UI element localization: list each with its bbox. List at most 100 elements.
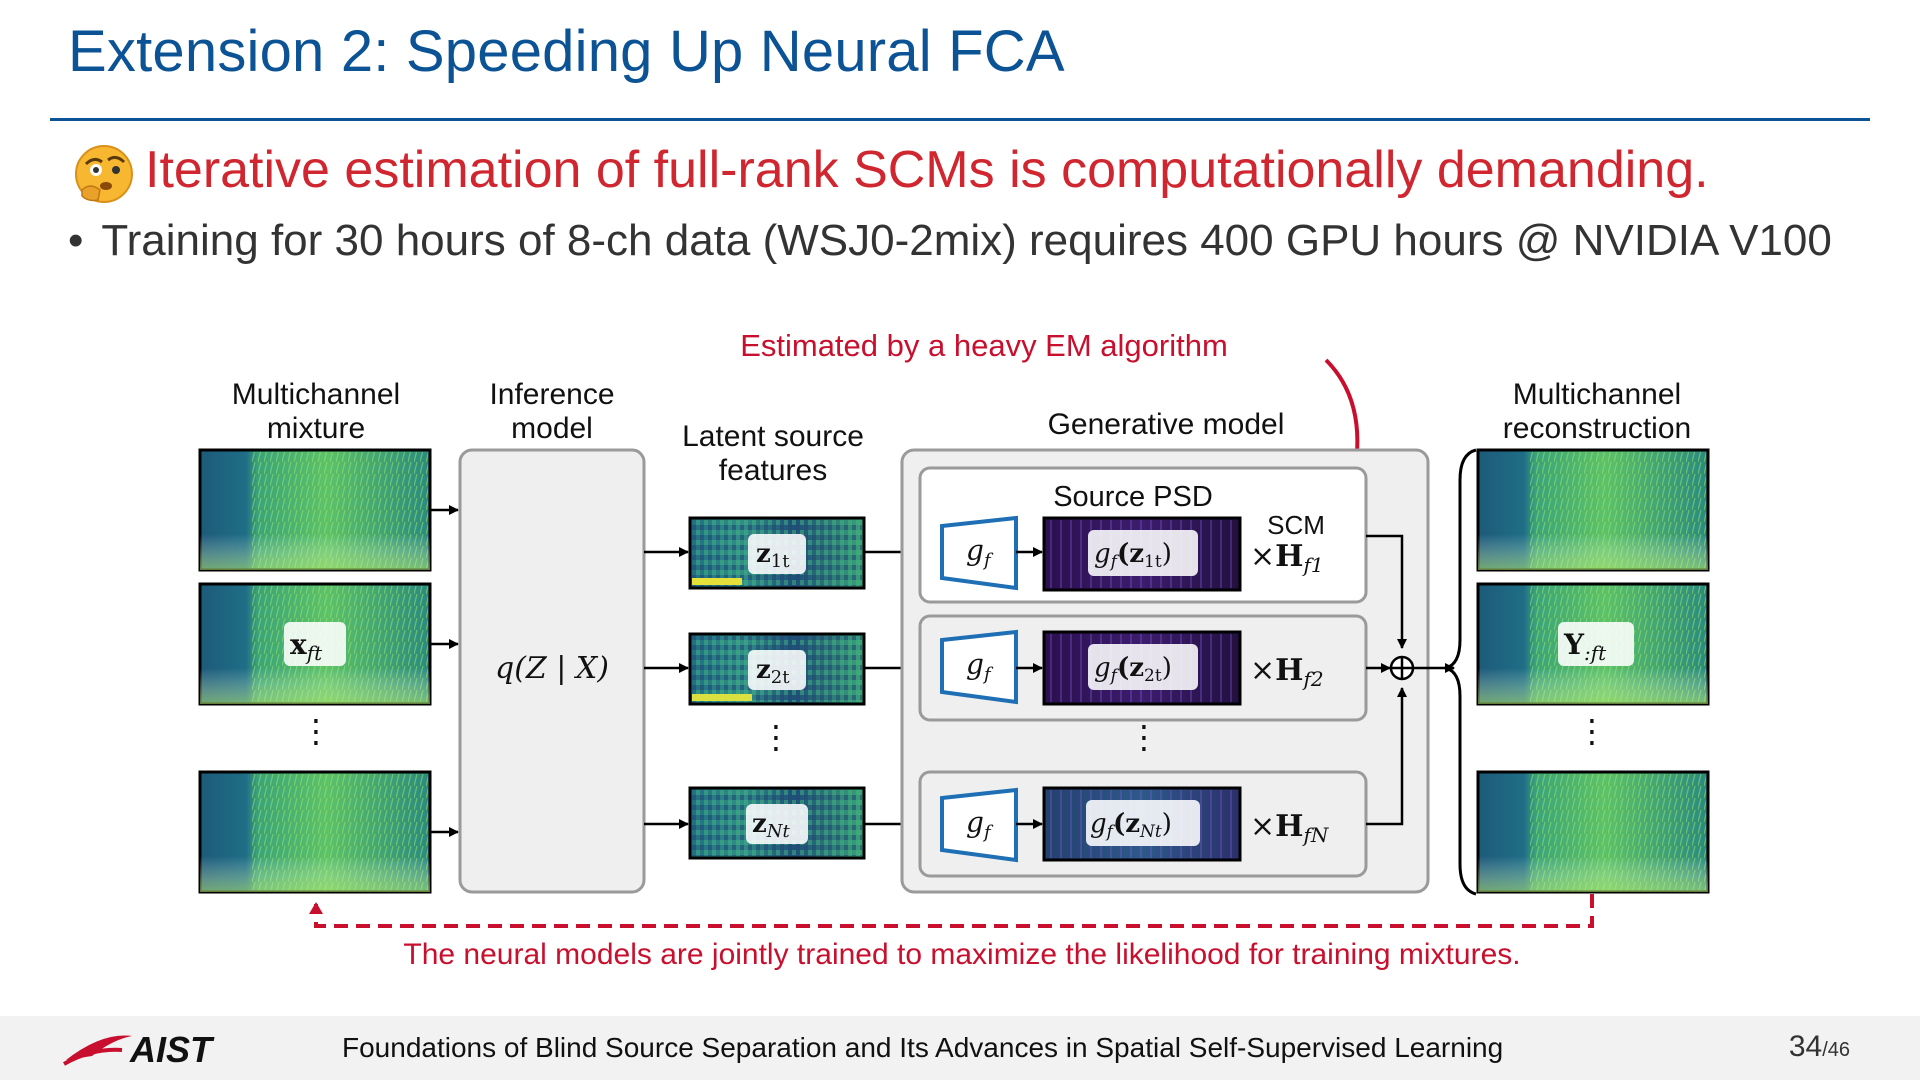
training-annotation: The neural models are jointly trained to… [403,938,1520,971]
mixture-spectrogram-3 [198,770,432,894]
recon-spectrogram-1 [1476,448,1710,572]
latent-symbol-2-sub: 2t [771,667,790,688]
neural-fca-diagram: Estimated by a heavy EM algorithm Multic… [198,330,1710,971]
mixture-label-line2: mixture [267,412,365,445]
inference-label-line2: model [511,412,593,445]
headline: Iterative estimation of full-rank SCMs i… [145,141,1709,199]
scm-term-1: ×Hf1 [1250,539,1324,577]
generative-label: Generative model [1048,408,1285,441]
page-number: 34/46 [1789,1030,1850,1064]
recon-symbol: Y:ft [1563,628,1607,665]
latent-symbol-1: z1t [756,539,790,572]
scm-term-2: ×Hf2 [1250,653,1324,691]
scm-term-1-sub: f1 [1302,553,1324,577]
mixture-vdots: ⋮ [300,712,332,750]
latent-symbol-2: z2t [756,655,790,688]
psd-symbol-1-argsub: 1t [1144,552,1162,572]
page-total: /46 [1822,1039,1850,1061]
latent-label-line1: Latent source [682,420,864,453]
psd-symbol-3-argsub: Nt [1139,822,1162,842]
psd-symbol-3: gf(zNt) [1090,809,1172,842]
latent-symbol-1-sub: 1t [771,551,790,572]
mixture-symbol-main: x [290,628,307,661]
sum-wire-3 [1366,687,1407,826]
inference-label-line1: Inference [489,378,614,411]
psd-symbol-3-sub: f [1105,822,1116,842]
latent-symbol-3-main: z [752,809,767,839]
psd-symbol-2-g: g [1094,653,1111,683]
scm-term-3: ×HfN [1250,809,1330,847]
sum-wire-1 [1366,534,1407,649]
latent-vdots: ⋮ [760,718,792,756]
recon-label-line1: Multichannel [1513,378,1681,411]
psd-symbol-box-2 [1088,644,1198,690]
psd-symbol-2: gf(z2t) [1094,653,1172,686]
scm-label: SCM [1267,510,1325,540]
latent-label-line2: features [719,454,827,487]
recon-spectrogram-3 [1476,770,1710,894]
psd-symbol-2-close: ) [1162,653,1172,683]
latent-feature-3 [688,786,866,860]
page-current: 34 [1788,1030,1823,1063]
bullet-point: • Training for 30 hours of 8-ch data (WSJ… [68,216,1832,266]
latent-symbol-box-2 [748,650,806,690]
decoder-2 [940,629,1018,705]
psd-label: Source PSD [1053,481,1213,513]
psd-symbol-3-g: g [1090,809,1107,839]
psd-symbol-box-3 [1086,800,1200,846]
scm-term-2-H: H [1275,653,1303,688]
footer-title: Foundations of Blind Source Separation a… [342,1032,1504,1063]
recon-symbol-box [1558,622,1634,666]
psd-symbol-2-sub: f [1109,666,1120,686]
aist-logo: AIST [63,1029,215,1070]
decoder-1 [940,515,1018,591]
footer-bar [0,1016,1920,1080]
latent-symbol-box-1 [748,534,806,574]
psd-symbol-1: gf(z1t) [1094,539,1172,572]
mixture-symbol-box [284,622,346,666]
psd-symbol-3-close: ) [1162,809,1172,839]
psd-symbol-2-argsub: 2t [1144,666,1162,686]
aist-logo-text: AIST [129,1029,215,1070]
decoder-2-symbol-main: g [966,648,984,681]
thinking-face-icon [75,145,133,203]
inference-model-box [458,448,646,894]
psd-symbol-1-sub: f [1109,552,1120,572]
inference-formula: q(Z | X) [495,651,609,686]
bullet-dot: • [68,216,84,265]
mixture-spectrogram-1 [198,448,432,572]
scm-term-3-times: × [1250,809,1275,844]
decoder-3-symbol-main: g [966,806,984,839]
latent-symbol-1-main: z [756,539,771,569]
slide-title: Extension 2: Speeding Up Neural FCA [68,19,1065,84]
generative-vdots: ⋮ [1128,718,1160,756]
psd-symbol-1-g: g [1094,539,1111,569]
scm-term-1-times: × [1250,539,1275,574]
bullet-text: Training for 30 hours of 8-ch data (WSJ0… [101,216,1832,265]
recon-symbol-main: Y [1563,628,1585,661]
recon-symbol-sub: :ft [1584,641,1607,665]
scm-term-1-H: H [1275,539,1303,574]
latent-symbol-box-3 [746,804,808,844]
recon-brace [1440,448,1477,896]
scm-term-2-times: × [1250,653,1275,688]
em-annotation: Estimated by a heavy EM algorithm [740,330,1228,363]
latent-symbol-2-main: z [756,655,771,685]
mixture-label-line1: Multichannel [232,378,400,411]
psd-symbol-box-1 [1088,530,1198,576]
psd-symbol-3-arg: (z [1113,809,1140,839]
title-divider [50,118,1870,121]
scm-term-2-sub: f2 [1302,667,1324,691]
latent-symbol-3: zNt [752,809,791,842]
mixture-symbol-sub: ft [305,641,323,665]
mixture-symbol: xft [290,628,323,665]
recon-label-line2: reconstruction [1503,412,1691,445]
psd-symbol-1-arg: (z [1117,539,1144,569]
scm-term-3-H: H [1275,809,1303,844]
latent-symbol-3-sub: Nt [766,821,791,842]
psd-symbol-1-close: ) [1162,539,1172,569]
decoder-1-symbol-main: g [966,534,984,567]
scm-term-3-sub: fN [1302,823,1330,847]
recon-vdots: ⋮ [1576,712,1608,750]
training-loop-dashed [309,894,1594,928]
